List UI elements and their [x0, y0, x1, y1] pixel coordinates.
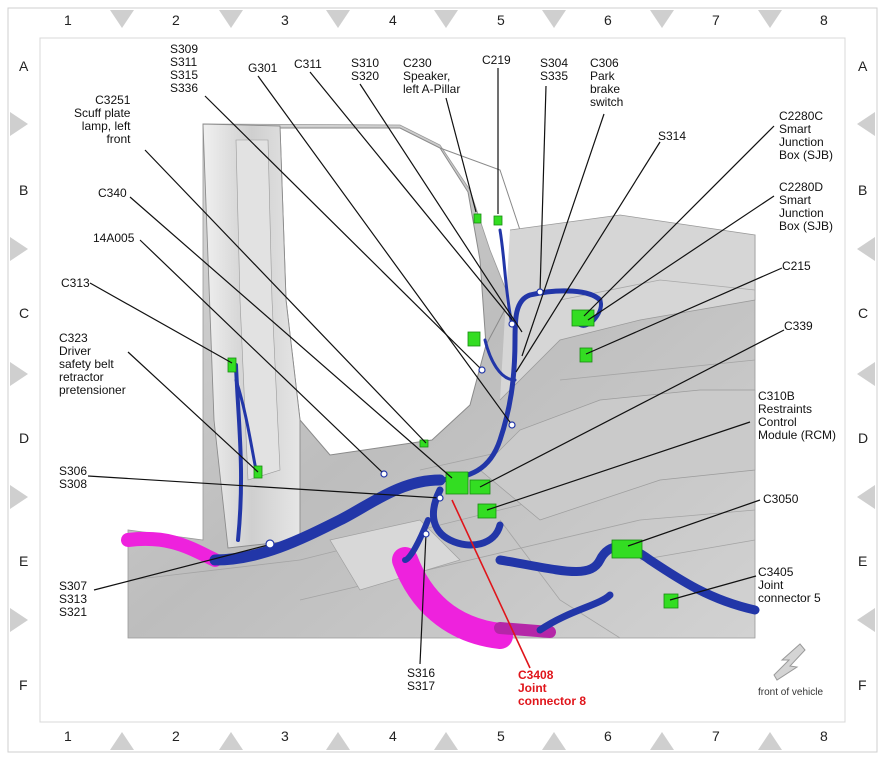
callout-c3405: C3405 Joint connector 5 — [758, 565, 821, 605]
grid-row-f-right: F — [858, 677, 867, 693]
grid-row-d-left: D — [19, 430, 30, 446]
grid-col-8-bottom: 8 — [820, 728, 828, 744]
connector-c219 — [493, 215, 503, 226]
grid-col-1-top: 1 — [64, 12, 72, 28]
callout-s309: S309 S311 S315 S336 — [170, 42, 199, 95]
callout-c3251: C3251 Scuff plate lamp, left front — [74, 93, 131, 146]
callout-c219: C219 — [482, 53, 511, 67]
grid-col-2-top: 2 — [172, 12, 180, 28]
grid-row-d-right: D — [858, 430, 869, 446]
callout-s306: S306 S308 — [59, 464, 88, 491]
grid-row-a-left: A — [19, 58, 29, 74]
connector-c313 — [227, 357, 237, 373]
callout-c215: C215 — [782, 259, 811, 273]
callout-c3408: C3408 Joint connector 8 — [518, 668, 587, 708]
grid-col-1-bottom: 1 — [64, 728, 72, 744]
grid-col-6-top: 6 — [604, 12, 612, 28]
connector-c3251 — [419, 439, 429, 448]
callout-c340: C340 — [98, 186, 127, 200]
grid-col-5-top: 5 — [497, 12, 505, 28]
callout-s310: S310 S320 — [351, 56, 380, 83]
grid-col-4-bottom: 4 — [389, 728, 397, 744]
callout-c306: C306 Park brake switch — [590, 56, 624, 109]
grid-col-3-top: 3 — [281, 12, 289, 28]
grid-row-b-left: B — [19, 182, 29, 198]
grid-col-2-bottom: 2 — [172, 728, 180, 744]
callout-s316: S316 S317 — [407, 666, 436, 693]
grid-row-c-left: C — [19, 305, 30, 321]
connector-c2280c — [571, 309, 595, 327]
grid-row-b-right: B — [858, 182, 868, 198]
connector-c215 — [579, 347, 593, 363]
front-of-vehicle-arrow-icon — [773, 643, 806, 681]
callout-c230: C230 Speaker, left A-Pillar — [403, 56, 461, 96]
connector-c310b — [477, 503, 497, 519]
connector-c230 — [473, 213, 482, 224]
callout-c310b: C310B Restraints Control Module (RCM) — [758, 389, 837, 442]
grid-col-6-bottom: 6 — [604, 728, 612, 744]
connector-c3405 — [663, 593, 679, 609]
grid-row-a-right: A — [858, 58, 868, 74]
callout-c339: C339 — [784, 319, 813, 333]
callout-c311: C311 — [294, 57, 322, 71]
callout-c2280d: C2280D Smart Junction Box (SJB) — [779, 180, 834, 233]
grid-row-e-left: E — [19, 553, 29, 569]
leader-lines — [87, 68, 785, 665]
grid-col-3-bottom: 3 — [281, 728, 289, 744]
callout-s314: S314 — [658, 129, 687, 143]
callout-c323: C323 Driver safety belt retractor preten… — [59, 331, 126, 397]
grid-col-7-bottom: 7 — [712, 728, 720, 744]
grid-markers — [10, 10, 875, 750]
grid-col-5-bottom: 5 — [497, 728, 505, 744]
callout-s307: S307 S313 S321 — [59, 579, 88, 619]
callout-s304: S304 S335 — [540, 56, 569, 83]
grid-col-4-top: 4 — [389, 12, 397, 28]
callout-c313: C313 — [61, 276, 90, 290]
grid-row-f-left: F — [19, 677, 28, 693]
grid-row-c-right: C — [858, 305, 869, 321]
callout-14a005: 14A005 — [93, 231, 135, 245]
connector-c3050 — [611, 539, 643, 559]
callout-c3050: C3050 — [763, 492, 799, 506]
splice-markers — [265, 288, 544, 549]
front-of-vehicle-label: front of vehicle — [758, 687, 824, 698]
callout-c2280c: C2280C Smart Junction Box (SJB) — [779, 109, 834, 162]
grid-col-7-top: 7 — [712, 12, 720, 28]
leader-line-c3408 — [451, 499, 531, 669]
connector-c311 — [467, 331, 481, 347]
grid-col-8-top: 8 — [820, 12, 828, 28]
grid-row-e-right: E — [858, 553, 868, 569]
callout-g301: G301 — [248, 61, 278, 75]
